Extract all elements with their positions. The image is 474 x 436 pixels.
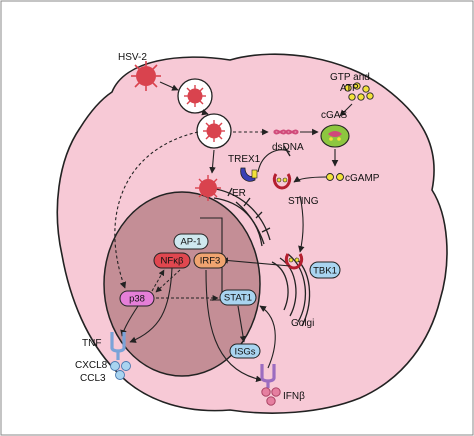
label-p38: p38: [129, 294, 145, 305]
label-trex1: TREX1: [228, 154, 261, 165]
nucleus: [103, 191, 261, 377]
p38-to-nfkb-arrow: [151, 269, 165, 292]
trex1-inhibition-bar: [283, 145, 291, 157]
endosome-to-nucleus-arrow: [209, 149, 216, 174]
irf3-to-ifnb-arrow: [205, 269, 263, 383]
cytokine-particles: [110, 361, 131, 380]
isgs-node: [229, 343, 261, 359]
endosome-arrow: [201, 108, 209, 116]
cytokine-receptor: [110, 332, 126, 360]
cgas-enzyme: [320, 124, 350, 148]
irf3-node: [193, 252, 227, 269]
label-atp: ATP: [340, 83, 359, 94]
stat1-node: [219, 289, 257, 306]
p38-node: [119, 290, 155, 307]
label-tnf: TNF: [82, 338, 101, 349]
label-irf3: IRF3: [200, 256, 221, 267]
label-golgi: Golgi: [291, 318, 314, 329]
label-ap1: AP-1: [180, 237, 201, 248]
label-nfkb: NFκβ: [161, 256, 184, 267]
ifnb-receptor-to-stat1-arrow: [259, 305, 276, 369]
label-isgs: ISGs: [234, 347, 255, 358]
nfkb-feedback-arrow: [155, 269, 181, 293]
cgamp-molecule: [326, 173, 344, 181]
label-cgas: cGAS: [321, 110, 347, 121]
tbk1-node: [309, 261, 341, 279]
label-cxcl8: CXCL8: [75, 360, 108, 371]
label-hsv2: HSV-2: [118, 52, 147, 63]
tbk1-to-irf3-arrow: [221, 257, 291, 267]
nucleotide-dots: [344, 82, 374, 101]
ap1-node: [173, 233, 209, 250]
hsv2-virion-free: [131, 61, 161, 91]
endoplasmic-reticulum: [209, 187, 271, 247]
sting-golgi: [284, 253, 304, 270]
label-sting: STING: [288, 196, 319, 207]
sting-to-tbk1-arrow: [298, 195, 305, 253]
sting-protein: [272, 173, 292, 190]
hsv2-endosome-1: [177, 78, 213, 114]
cgamp-to-sting-arrow: [293, 175, 327, 183]
label-tbk1: TBK1: [313, 266, 337, 277]
dsdna-strand: [273, 129, 299, 135]
label-dsdna: dsDNA: [272, 142, 304, 153]
virus-to-p38-arrow: [114, 131, 199, 289]
ifnb-receptor: [260, 364, 276, 388]
label-er: ER: [232, 188, 246, 199]
cell-membrane: [56, 53, 448, 414]
virus-entry-arrow: [159, 81, 179, 91]
hsv2-nuclear-virion: [195, 175, 221, 201]
label-ccl3: CCL3: [80, 373, 106, 384]
stat1-to-isgs-arrow: [237, 305, 247, 343]
label-cgamp: cGAMP: [345, 173, 380, 184]
nfkb-to-cytokines-arrow: [129, 267, 173, 343]
trex1-enzyme: [240, 167, 258, 182]
hsv2-endosome-2: [196, 113, 232, 149]
nucleotide-arrow: [339, 103, 353, 117]
ifnb-particles: [261, 387, 281, 406]
label-stat1: STAT1: [224, 293, 252, 304]
label-ifnb: IFNβ: [283, 391, 305, 402]
label-gtp: GTP and: [330, 72, 370, 83]
